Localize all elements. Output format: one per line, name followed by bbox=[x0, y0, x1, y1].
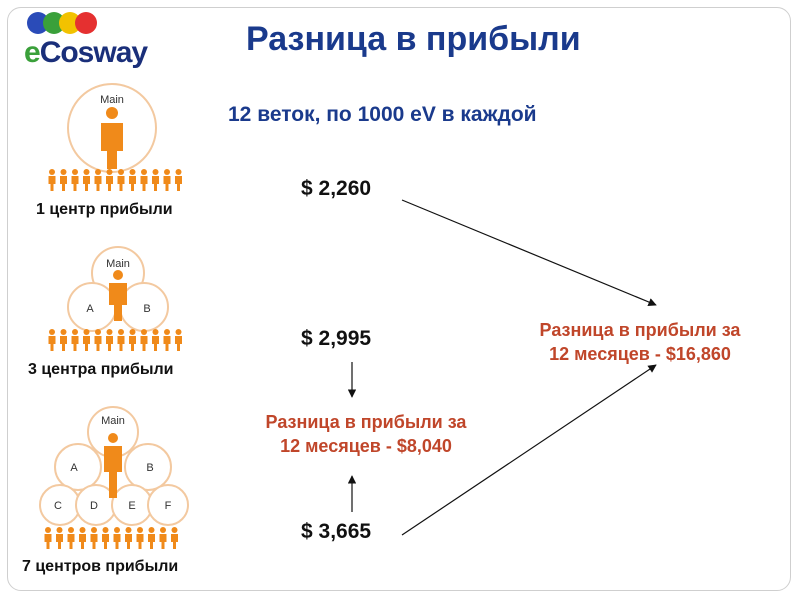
circle-label-d: D bbox=[90, 500, 98, 512]
small-person-icon bbox=[94, 169, 102, 191]
people-row bbox=[48, 169, 182, 191]
structure-one-center: Main bbox=[48, 83, 182, 191]
small-person-icon bbox=[94, 329, 102, 351]
small-person-icon bbox=[175, 169, 182, 191]
slide-frame bbox=[7, 7, 791, 591]
value-one-center: $ 2,260 bbox=[301, 177, 372, 200]
small-person-icon bbox=[152, 169, 159, 191]
circle-a bbox=[54, 443, 102, 491]
value-three-centers: $ 2,995 bbox=[301, 327, 372, 350]
logo-dot-red bbox=[75, 12, 97, 34]
small-person-icon bbox=[159, 527, 167, 549]
structure-seven-centers: Main A B C D E F bbox=[39, 406, 189, 549]
small-person-icon bbox=[90, 527, 98, 549]
people-row bbox=[44, 527, 178, 549]
small-person-icon bbox=[136, 527, 144, 549]
small-person-icon bbox=[56, 527, 63, 549]
small-person-icon bbox=[129, 329, 136, 351]
small-person-icon bbox=[60, 169, 67, 191]
small-person-icon bbox=[148, 527, 155, 549]
circle-label-main: Main bbox=[100, 94, 124, 106]
arrow-seven-to-total bbox=[401, 364, 657, 536]
value-seven-centers: $ 3,665 bbox=[301, 520, 372, 543]
logo-text-rest: Cosway bbox=[39, 36, 148, 69]
small-person-icon bbox=[163, 169, 171, 191]
small-person-icon bbox=[175, 329, 182, 351]
circle-label-main: Main bbox=[106, 258, 130, 270]
circle-label-a: A bbox=[70, 462, 78, 474]
small-person-icon bbox=[71, 169, 79, 191]
small-person-icon bbox=[152, 329, 159, 351]
circle-label-f: F bbox=[165, 500, 172, 512]
circle-label-b: B bbox=[146, 462, 153, 474]
circle-label-main: Main bbox=[101, 415, 125, 427]
small-person-icon bbox=[60, 329, 67, 351]
people-row bbox=[48, 329, 182, 351]
small-person-icon bbox=[129, 169, 136, 191]
small-person-icon bbox=[113, 527, 121, 549]
label-seven-centers: 7 центров прибыли bbox=[22, 558, 179, 575]
logo-text-e: e bbox=[24, 36, 41, 69]
small-person-icon bbox=[44, 527, 52, 549]
difference-large: Разница в прибыли за 12 месяцев - $16,86… bbox=[500, 318, 780, 366]
difference-large-line1: Разница в прибыли за bbox=[539, 320, 741, 340]
small-person-icon bbox=[117, 169, 125, 191]
small-person-icon bbox=[83, 329, 90, 351]
small-person-icon bbox=[140, 329, 148, 351]
page-title: Разница в прибыли bbox=[246, 20, 581, 58]
label-three-centers: 3 центра прибыли bbox=[28, 361, 174, 378]
person-icon bbox=[109, 270, 127, 321]
circle-label-b: B bbox=[143, 303, 150, 315]
small-person-icon bbox=[171, 527, 178, 549]
small-person-icon bbox=[48, 169, 56, 191]
difference-small: Разница в прибыли за 12 месяцев - $8,040 bbox=[226, 410, 506, 458]
arrow-one-to-total bbox=[401, 199, 657, 306]
small-person-icon bbox=[117, 329, 125, 351]
label-one-center: 1 центр прибыли bbox=[36, 201, 173, 218]
small-person-icon bbox=[125, 527, 132, 549]
structure-three-centers: Main A B bbox=[48, 246, 182, 351]
small-person-icon bbox=[79, 527, 86, 549]
small-person-icon bbox=[71, 329, 79, 351]
circle-f bbox=[147, 484, 189, 526]
difference-small-line2: 12 месяцев - $8,040 bbox=[280, 436, 452, 456]
circle-label-e: E bbox=[128, 500, 135, 512]
logo-dots bbox=[27, 12, 117, 36]
small-person-icon bbox=[140, 169, 148, 191]
subtitle: 12 веток, по 1000 eV в каждой bbox=[228, 103, 537, 126]
small-person-icon bbox=[83, 169, 90, 191]
circle-label-c: C bbox=[54, 500, 62, 512]
person-icon bbox=[101, 107, 123, 169]
ecosway-logo: eCosway bbox=[22, 10, 162, 70]
small-person-icon bbox=[106, 329, 113, 351]
small-person-icon bbox=[163, 329, 171, 351]
logo-text: eCosway bbox=[24, 36, 148, 70]
small-person-icon bbox=[106, 169, 113, 191]
small-person-icon bbox=[67, 527, 75, 549]
circle-b bbox=[124, 443, 172, 491]
circle-label-a: A bbox=[86, 303, 94, 315]
difference-small-line1: Разница в прибыли за bbox=[265, 412, 467, 432]
difference-large-line2: 12 месяцев - $16,860 bbox=[549, 344, 731, 364]
person-icon bbox=[104, 433, 122, 498]
small-person-icon bbox=[102, 527, 109, 549]
small-person-icon bbox=[48, 329, 56, 351]
